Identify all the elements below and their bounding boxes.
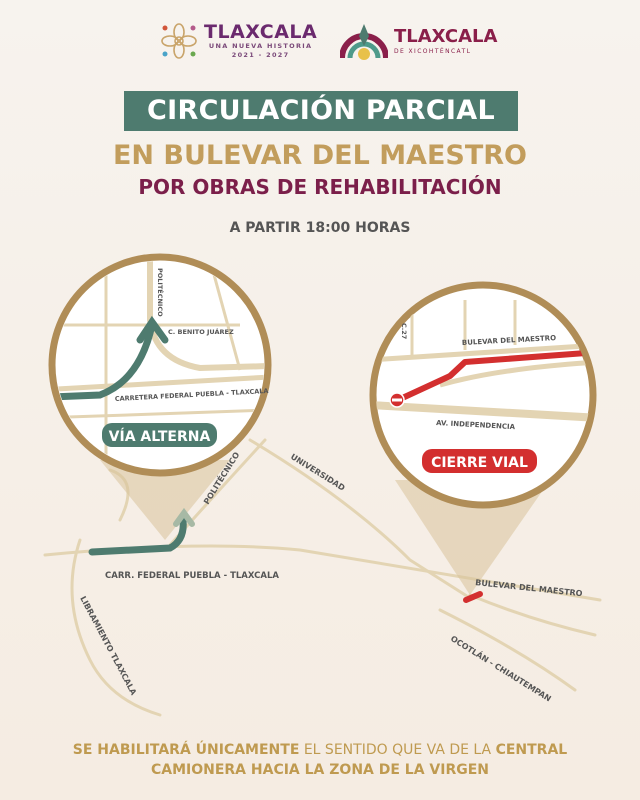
footer-bold: CAMIONERA HACIA LA ZONA DE LA VIRGEN [150,762,490,778]
closure-inset: C.27 BULEVAR DEL MAESTRO AV. INDEPENDENC… [369,281,597,509]
closure-segment [396,349,590,403]
map-roads [43,438,602,717]
arrow-up-icon [136,315,169,344]
start-time: A PARTIR 18:00 HORAS [229,220,411,236]
street-label: POLITÉCNICO [156,268,165,317]
footer-note: SE HABILITARÁ ÚNICAMENTE EL SENTIDO QUE … [0,740,640,780]
detour-inset: POLITÉCNICO C. BENITO JUÁREZ CARRETERA F… [48,253,272,477]
footer-regular: EL SENTIDO QUE VA DE LA [299,742,496,758]
street-label: C. BENITO JUÁREZ [168,327,234,336]
footer-bold: SE HABILITARÁ ÚNICAMENTE [72,742,300,758]
street-label: UNIVERSIDAD [289,452,347,493]
tlaxcala-city-logo: TLAXCALA DE XICOHTÉNCATL [340,22,497,60]
headline-banner: CIRCULACIÓN PARCIAL [124,91,518,131]
street-label: C.27 [400,323,408,339]
callout-cone-left [100,460,230,540]
closure-segment [463,591,483,603]
badge-label: VÍA ALTERNA [109,428,211,445]
logo-name: TLAXCALA [394,25,498,47]
logo-subtitle: DE XICOHTÉNCATL [394,47,472,55]
cierre-vial-badge [422,449,537,473]
headline-location: EN BULEVAR DEL MAESTRO [112,140,528,171]
tlaxcala-government-logo: TLAXCALA UNA NUEVA HISTORIA 2021 - 2027 [160,22,317,60]
detour-route [56,321,156,401]
detour-arrow-icon [173,507,195,527]
flower-emblem-icon [161,23,197,59]
no-entry-icon [389,392,405,408]
street-label: CARR. FEDERAL PUEBLA - TLAXCALA [105,571,279,581]
logo-years: 2021 - 2027 [231,51,290,59]
badge-label: CIERRE VIAL [431,455,528,471]
logo-name: TLAXCALA [204,21,318,43]
callout-cone-right [395,480,550,595]
headline-reason: POR OBRAS DE REHABILITACIÓN [138,175,502,199]
street-label: BULEVAR DEL MAESTRO [475,578,583,598]
footer-bold: CENTRAL [495,742,568,758]
logo-tagline: UNA NUEVA HISTORIA [208,42,313,50]
arch-emblem-icon [340,24,388,60]
detour-route [88,516,187,556]
via-alterna-badge [102,423,217,447]
street-label: LIBRAMIENTO TLAXCALA [78,595,138,698]
